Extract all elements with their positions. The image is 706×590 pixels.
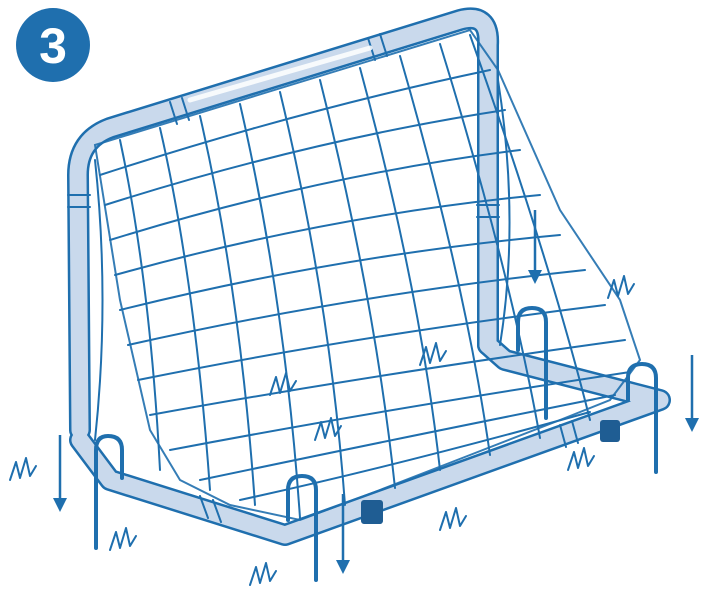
ground-stake-icon xyxy=(286,473,318,582)
grass-tufts xyxy=(9,275,635,586)
ground-stake-icon xyxy=(626,361,658,474)
net-clip xyxy=(361,500,383,524)
grass-tuft-icon xyxy=(314,417,342,441)
push-down-arrow-icon xyxy=(53,435,67,512)
net-clip xyxy=(600,420,620,442)
grass-tuft-icon xyxy=(109,527,137,551)
ground-stake-icon xyxy=(516,305,548,420)
step-badge-circle xyxy=(16,8,90,82)
push-down-arrow-icon xyxy=(528,210,542,284)
goal-net-icon xyxy=(93,28,642,522)
ground-stakes xyxy=(94,305,658,582)
grass-tuft-icon xyxy=(439,507,467,531)
goal-frame-icon xyxy=(67,7,671,546)
ground-stake-icon xyxy=(94,433,124,550)
grass-tuft-icon xyxy=(9,457,37,481)
push-down-arrow-icon xyxy=(336,494,350,574)
grass-tuft-icon xyxy=(269,372,297,396)
net-clips xyxy=(361,420,620,524)
push-arrows xyxy=(53,210,699,574)
grass-tuft-icon xyxy=(249,562,277,586)
push-down-arrow-icon xyxy=(685,355,699,432)
step-badge: 3 xyxy=(16,8,90,82)
grass-tuft-icon xyxy=(419,342,447,366)
grass-tuft-icon xyxy=(567,447,595,471)
step-number: 3 xyxy=(39,18,67,74)
grass-tuft-icon xyxy=(607,275,635,299)
